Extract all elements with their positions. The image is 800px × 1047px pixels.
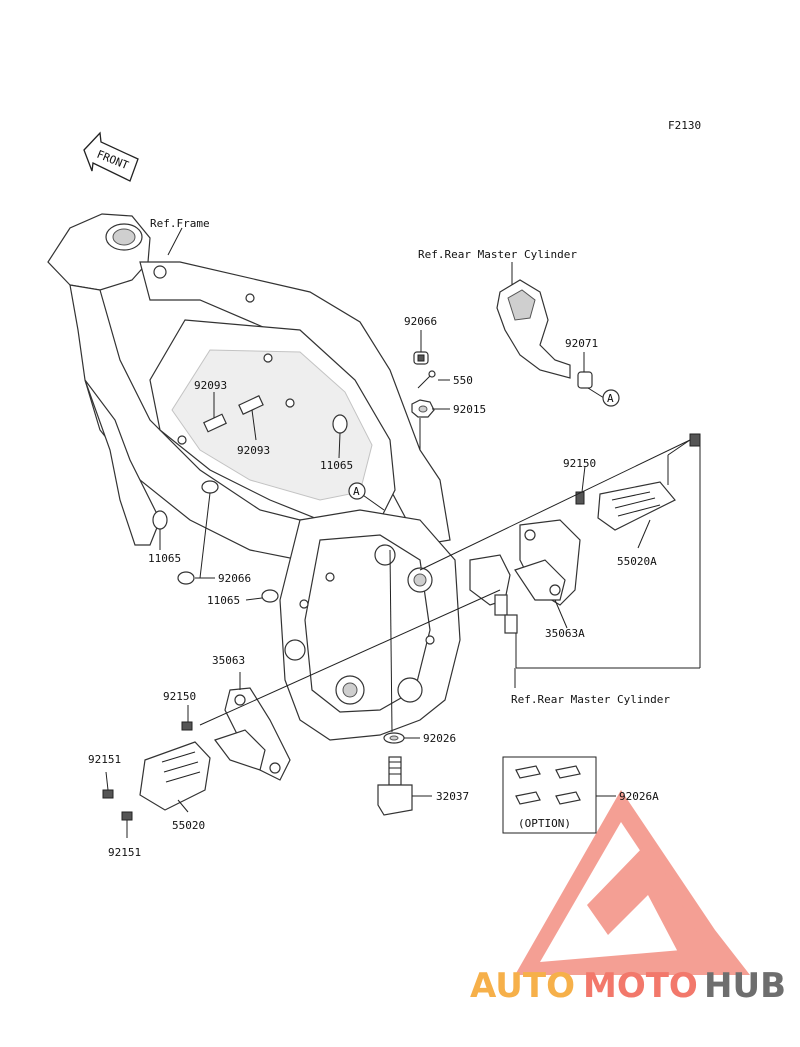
front-arrow-icon: FRONT (83, 131, 139, 182)
label-92066-top: 92066 (404, 315, 437, 328)
part-11065-lower (261, 589, 279, 603)
shim-icons (515, 765, 581, 805)
part-92071-clip (577, 371, 593, 389)
watermark-logo (515, 790, 750, 975)
callout-a-top: A (602, 389, 620, 407)
part-92026-washer (383, 732, 405, 744)
part-55020-heel-guard (139, 741, 211, 811)
part-92151-upper (102, 789, 114, 799)
label-ref-rear-master-cylinder-bottom: Ref.Rear Master Cylinder (511, 693, 670, 706)
label-92066-left: 92066 (218, 572, 251, 585)
option-label: (OPTION) (518, 817, 571, 830)
part-550-pin (417, 370, 436, 389)
part-92093-pads (203, 395, 264, 433)
leader-lines (105, 227, 701, 838)
part-92015-nut (411, 399, 435, 418)
label-550: 550 (453, 374, 473, 387)
label-ref-rear-master-cylinder-top: Ref.Rear Master Cylinder (418, 248, 577, 261)
watermark-text: AUTO MOTO HUB (470, 966, 786, 1006)
part-92066-top (413, 351, 429, 365)
part-32037-bracket (377, 756, 413, 816)
label-92093-a: 92093 (194, 379, 227, 392)
label-92071: 92071 (565, 337, 598, 350)
label-92151-top: 92151 (88, 753, 121, 766)
part-bolt-top-right (689, 433, 701, 447)
part-92066-lower (177, 571, 195, 585)
watermark-moto: MOTO (583, 966, 698, 1006)
label-92026: 92026 (423, 732, 456, 745)
rear-master-cylinder-upper (496, 279, 593, 389)
part-92150-left (181, 721, 193, 731)
part-labels: Ref.Frame Ref.Rear Master Cylinder 92066… (88, 217, 670, 859)
label-92151-bottom: 92151 (108, 846, 141, 859)
label-92015: 92015 (453, 403, 486, 416)
figure-code: F2130 (668, 119, 701, 132)
watermark-hub: HUB (704, 966, 786, 1006)
label-55020A: 55020A (617, 555, 657, 568)
label-35063A: 35063A (545, 627, 585, 640)
left-footrest-assembly (102, 687, 291, 821)
part-92150-right (575, 491, 585, 505)
label-92026A: 92026A (619, 790, 659, 803)
label-92093-b: 92093 (237, 444, 270, 457)
label-11065-lower: 11065 (207, 594, 240, 607)
label-35063: 35063 (212, 654, 245, 667)
right-footrest-assembly (469, 433, 701, 634)
callout-a-frame: A (348, 482, 366, 500)
option-box: (OPTION) (502, 756, 597, 834)
part-11065-left (152, 510, 168, 530)
part-92151-lower (121, 811, 133, 821)
watermark-auto: AUTO (470, 966, 575, 1006)
part-55020A-heel-guard (597, 481, 676, 531)
part-11065-center (332, 414, 348, 434)
svg-text:A: A (353, 485, 360, 498)
label-11065-center: 11065 (320, 459, 353, 472)
label-ref-frame: Ref.Frame (150, 217, 210, 230)
part-92066-upper-left (201, 480, 219, 494)
svg-text:A: A (607, 392, 614, 405)
motorcycle-frame (47, 213, 461, 741)
label-32037: 32037 (436, 790, 469, 803)
label-11065-left: 11065 (148, 552, 181, 565)
label-92150-left: 92150 (163, 690, 196, 703)
label-55020: 55020 (172, 819, 205, 832)
label-92150-right: 92150 (563, 457, 596, 470)
